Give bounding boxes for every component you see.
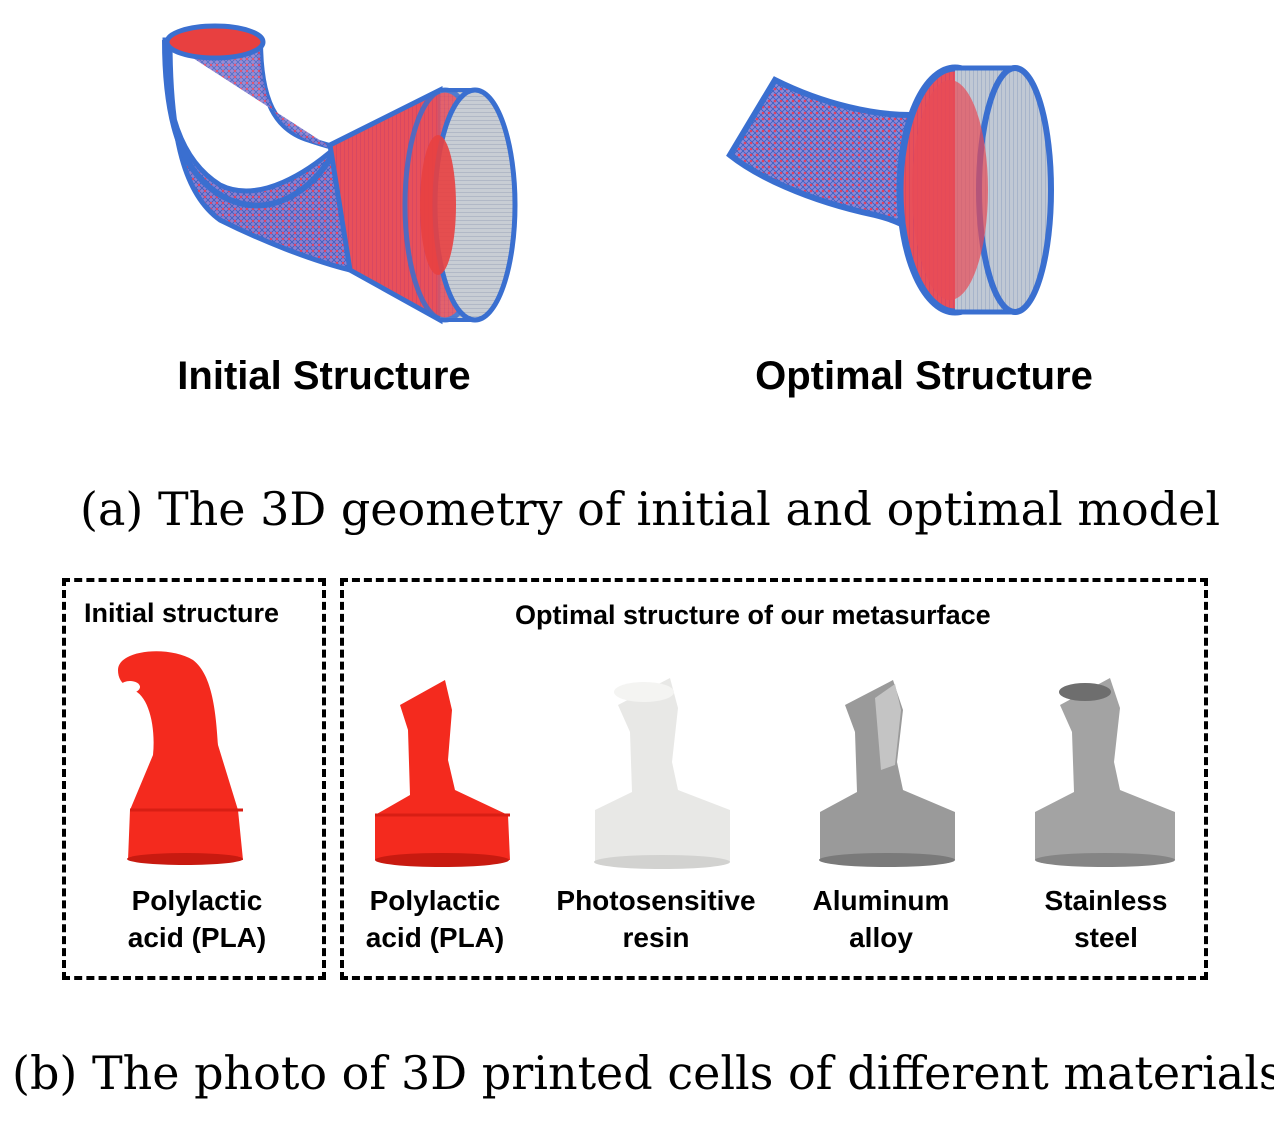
optimal-pla-sample-photo [375,680,510,867]
initial-sample-label: Polylactic acid (PLA) [82,882,312,956]
sample-label-pla: Polylactic acid (PLA) [320,882,550,956]
steel-sample-photo [1035,678,1175,867]
sample-label-line2: resin [622,922,690,953]
initial-box-title: Initial structure [84,598,280,628]
panel-b-caption: (b) The photo of 3D printed cells of dif… [12,1046,1274,1100]
sample-label-line1: Polylactic [369,885,501,916]
sample-label-resin: Photosensitive resin [541,882,771,956]
panel-a-caption: (a) The 3D geometry of initial and optim… [80,482,1221,536]
sample-label-aluminum: Aluminum alloy [766,882,996,956]
optimal-structure-box [340,578,1208,980]
sample-label-line2: acid (PLA) [365,922,505,953]
sample-label-line1: Stainless [1044,885,1168,916]
optimal-structure-label: Optimal Structure [755,354,1093,398]
sample-label-steel: Stainless steel [991,882,1221,956]
initial-sample-label-line1: Polylactic [131,885,263,916]
sample-label-line1: Aluminum [812,885,950,916]
sample-label-line2: steel [1074,922,1138,953]
initial-structure-label: Initial Structure [177,354,471,398]
initial-structure-box [62,578,326,980]
sample-label-line1: Photosensitive [556,885,756,916]
initial-structure-render [162,23,518,325]
optimal-box-title: Optimal structure of our metasurface [515,600,991,630]
initial-pla-sample-photo [118,651,243,865]
aluminum-sample-photo [819,680,955,867]
resin-sample-photo [594,678,730,869]
optimal-structure-render [726,64,1054,316]
initial-sample-label-line2: acid (PLA) [127,922,267,953]
sample-label-line2: alloy [849,922,913,953]
